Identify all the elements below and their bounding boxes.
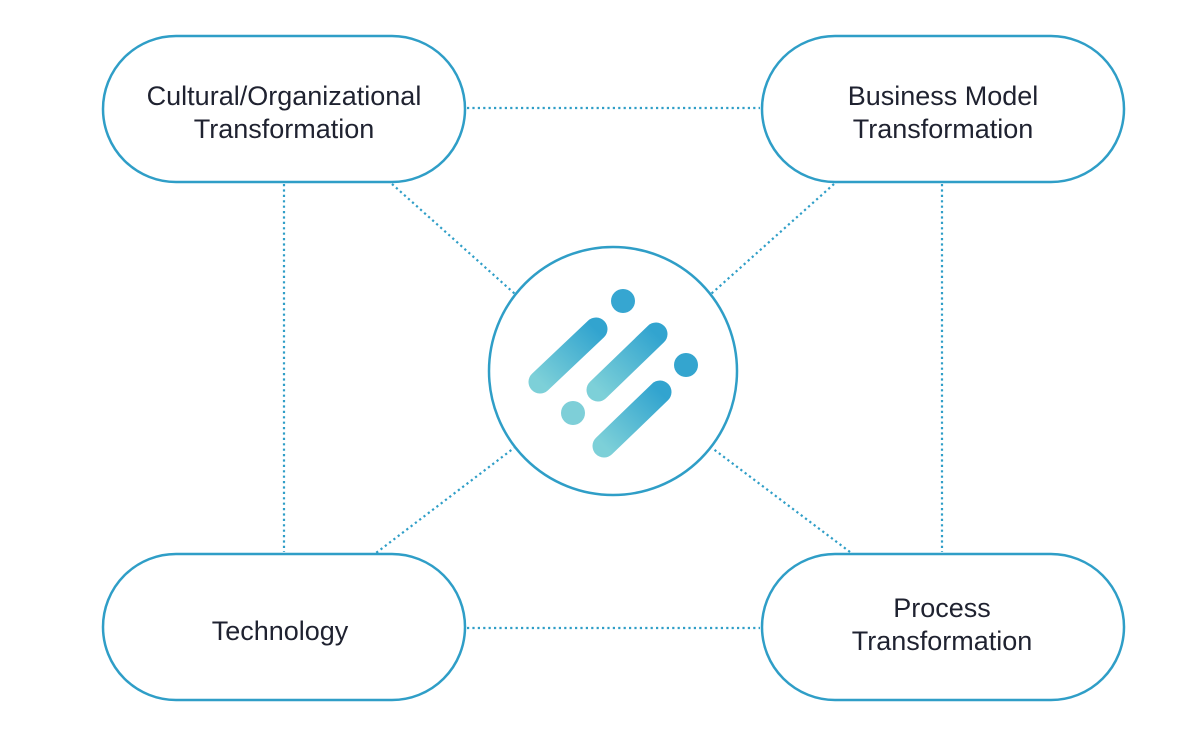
node-label-line1: Process [893,593,991,623]
connector-hub-top-left [391,183,516,295]
node-label-line1: Business Model [848,81,1039,111]
hub [487,245,739,497]
node-shape [760,34,1126,184]
node-shape [101,552,467,702]
connectors [282,106,944,630]
stripes-and-dots-logo-icon [528,289,698,458]
node-shape [760,552,1126,702]
node-label-line2: Transformation [853,114,1034,144]
node-process: Process Transformation [760,552,1126,702]
node-label-line2: Transformation [194,114,375,144]
node-label-line1: Technology [212,616,349,646]
node-label-line1: Cultural/Organizational [147,81,422,111]
node-shape [101,34,467,184]
connector-hub-bottom-left [371,447,515,557]
connector-hub-top-right [710,183,835,295]
connector-hub-bottom-right [711,447,851,553]
node-technology: Technology [101,552,467,702]
node-business-model: Business Model Transformation [760,34,1126,184]
node-cultural-organizational: Cultural/Organizational Transformation [101,34,467,184]
node-label-line2: Transformation [852,626,1033,656]
